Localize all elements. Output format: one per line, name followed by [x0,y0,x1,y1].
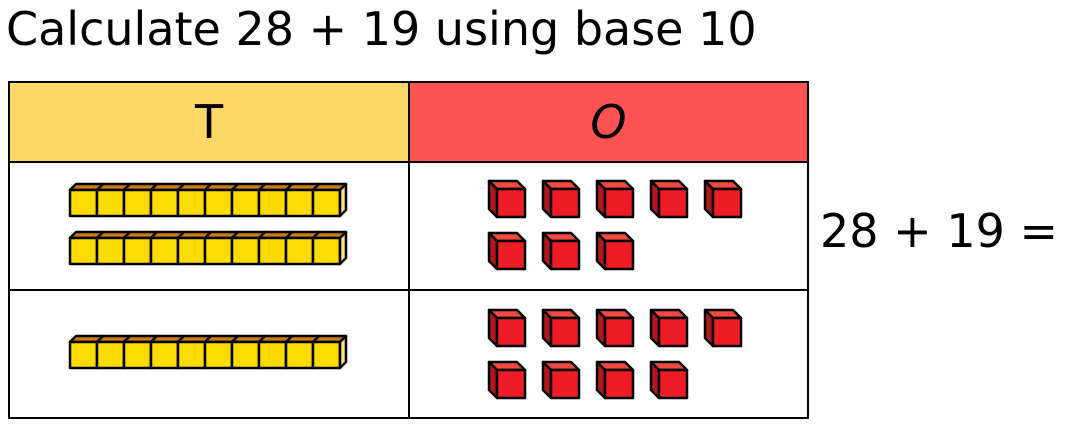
header-tens: T [8,81,410,163]
ten-rod [68,230,348,266]
equation: 28 + 19 = [820,204,1059,258]
unit-cube [703,179,743,219]
header-ones: O [408,81,809,163]
unit-cube [541,308,581,348]
unit-cube [649,360,689,400]
unit-cube [649,179,689,219]
unit-cube [541,231,581,271]
place-value-table: T O [8,81,809,419]
unit-cube [595,308,635,348]
unit-cube [703,308,743,348]
unit-cube [649,308,689,348]
question-title: Calculate 28 + 19 using base 10 [6,2,757,56]
unit-cube [487,179,527,219]
unit-cube [595,179,635,219]
ten-rod [68,182,348,218]
header-ones-label: O [590,95,627,149]
unit-cube [595,360,635,400]
unit-cube [541,360,581,400]
header-tens-label: T [194,95,224,149]
unit-cube [487,231,527,271]
unit-cube [541,179,581,219]
unit-cube [595,231,635,271]
row-2-ones-cell [408,289,809,419]
unit-cube [487,360,527,400]
ten-rod [68,334,348,370]
unit-cube [487,308,527,348]
